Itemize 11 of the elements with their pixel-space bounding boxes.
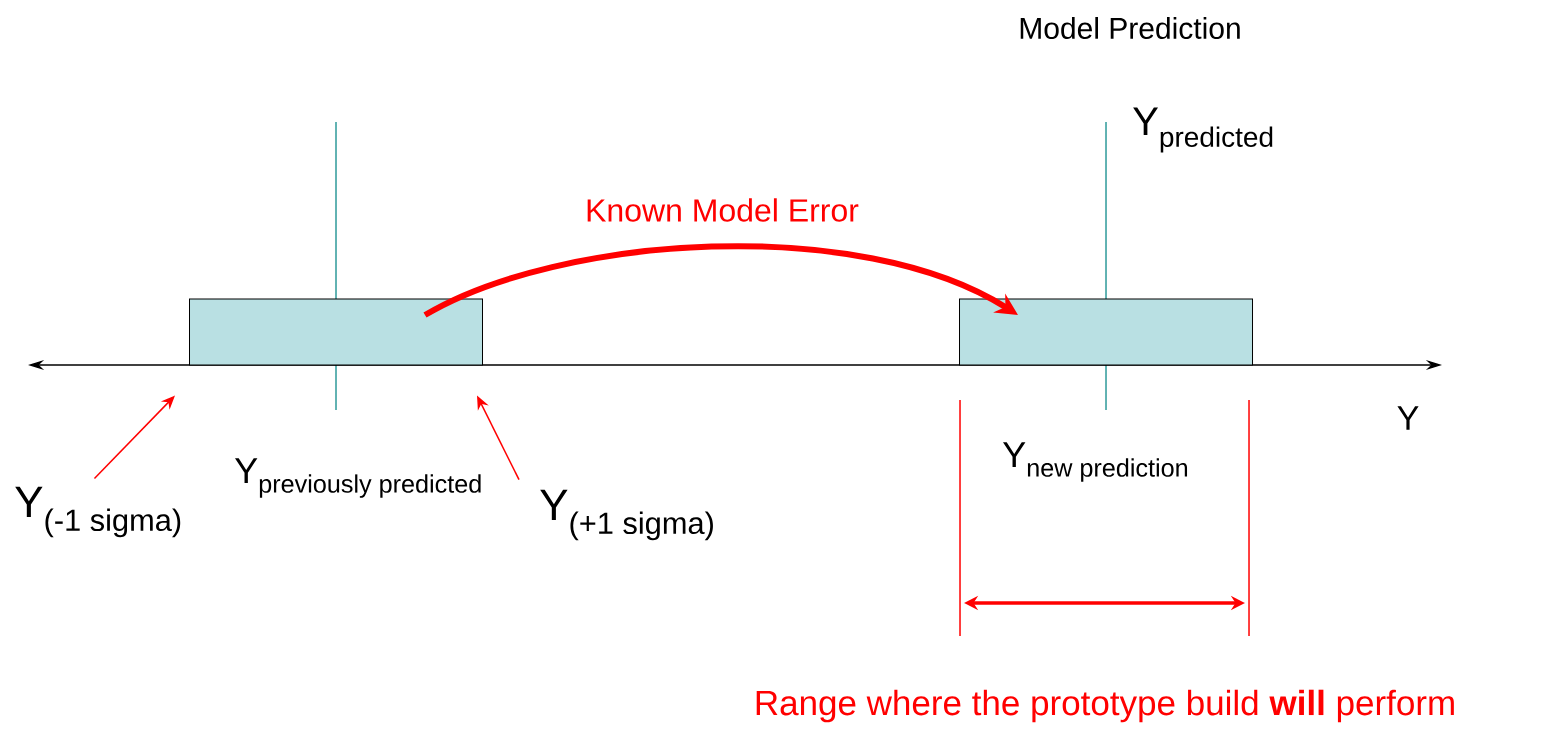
- range-box: [189, 298, 483, 366]
- heading: Model Prediction: [1020, 17, 1240, 39]
- value-label: $\text{Y}_{\text{previously predicted}}$: [235, 458, 481, 498]
- value-label: $\text{Y}_{\text{predicted}}$: [1133, 107, 1273, 153]
- axis-label: Y: [1397, 406, 1419, 430]
- value-label: $\text{Y}_{\text{(-1 sigma)}}$: [15, 486, 181, 538]
- range-box: [959, 298, 1253, 366]
- value-label: $\text{Y}_{\text{new prediction}}$: [1003, 442, 1187, 482]
- edge-label: Known Model Error: [587, 198, 859, 222]
- value-label: $\text{Y}_{\text{(+1 sigma)}}$: [540, 489, 713, 541]
- caption-text: Range where the prototype build will perform: [756, 689, 1454, 723]
